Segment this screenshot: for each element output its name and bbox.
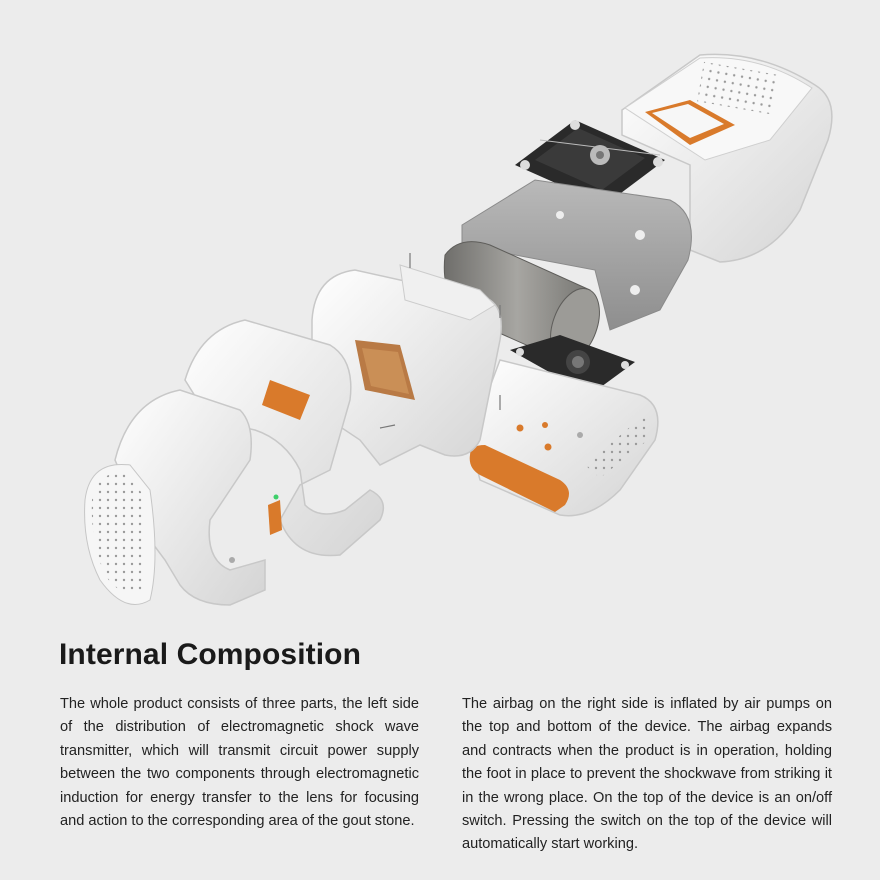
screws (379, 253, 501, 429)
section-heading: Internal Composition (59, 638, 361, 671)
circuit-board-bottom (510, 335, 635, 395)
description-right: The airbag on the right side is inflated… (462, 696, 832, 853)
middle-ring-part (184, 319, 385, 557)
left-ring-part (84, 389, 266, 606)
circuit-board-top (515, 120, 665, 205)
description-left: The whole product consists of three part… (60, 696, 419, 830)
top-shell-part (621, 53, 833, 263)
transmitter-housing (311, 264, 502, 466)
bottom-base-part (469, 359, 659, 517)
exploded-device-illustration (84, 53, 833, 606)
orange-pad (469, 445, 569, 512)
